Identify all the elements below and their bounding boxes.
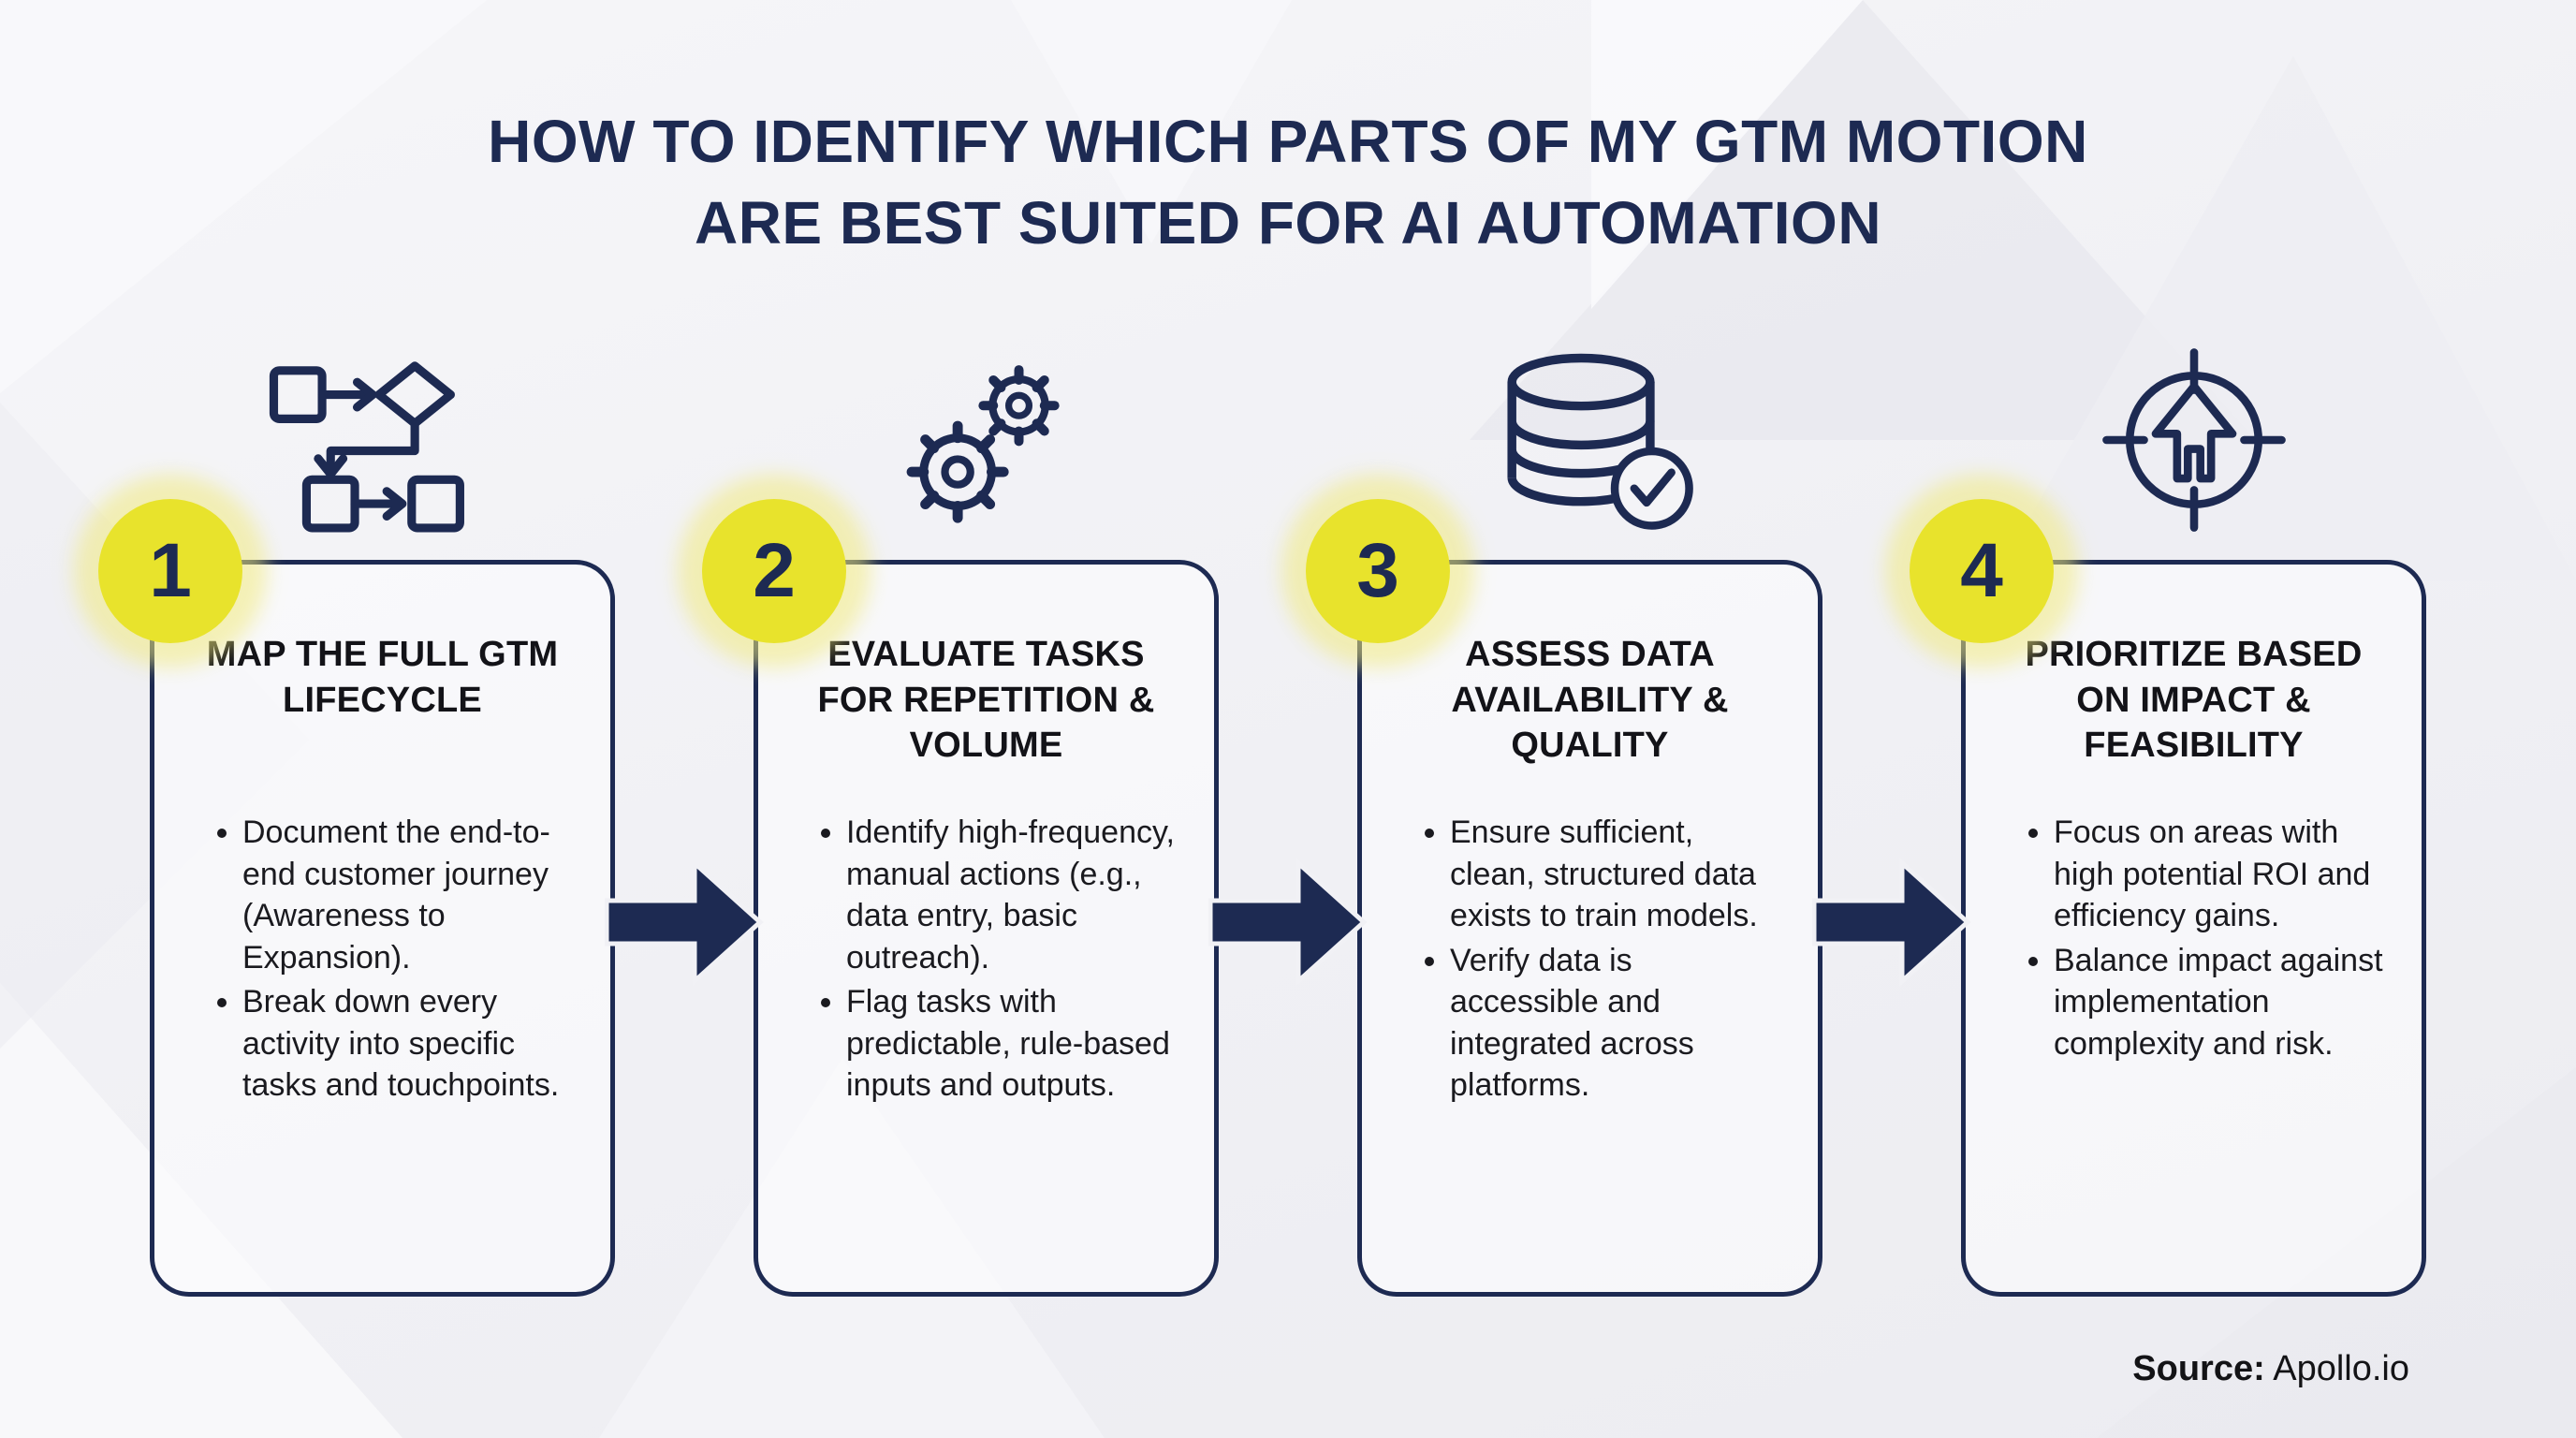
step-heading: MAP THE FULL GTM LIFECYCLE: [206, 635, 559, 720]
steps-row: 1 MAP THE FULL GTM LIFECYCLE Document th…: [98, 348, 2426, 1297]
step-card-4: 4 PRIORITIZE BASED ON IMPACT & FEASIBILI…: [1910, 348, 2426, 1297]
step-number: 3: [1356, 528, 1399, 613]
step-bullets: Document the end-to-end customer journey…: [154, 812, 610, 1107]
gears-icon: [885, 351, 1089, 538]
right-arrow-icon: [604, 852, 764, 992]
step-heading: PRIORITIZE BASED ON IMPACT & FEASIBILITY: [2025, 635, 2363, 766]
step-bullets: Ensure sufficient, clean, structured dat…: [1362, 812, 1818, 1107]
flowchart-icon: [262, 359, 504, 538]
right-arrow-icon: [1811, 852, 1971, 992]
title-line-2: ARE BEST SUITED FOR AI AUTOMATION: [694, 189, 1882, 257]
page-title: HOW TO IDENTIFY WHICH PARTS OF MY GTM MO…: [0, 101, 2576, 264]
bullet-item: Break down every activity into specific …: [242, 981, 578, 1107]
step-heading: ASSESS DATA AVAILABILITY & QUALITY: [1451, 635, 1729, 766]
step-number-badge: 1: [98, 499, 242, 643]
step-card-1: 1 MAP THE FULL GTM LIFECYCLE Document th…: [98, 361, 615, 1297]
bullet-item: Focus on areas with high potential ROI a…: [2054, 812, 2390, 937]
step-card-2: 2 EVALUATE TASKS FOR REPETITION & VOLUME…: [702, 365, 1219, 1297]
bullet-item: Identify high-frequency, manual actions …: [846, 812, 1182, 978]
step-number-badge: 4: [1910, 499, 2054, 643]
source-value: Apollo.io: [2273, 1349, 2409, 1388]
step-card-3: 3 ASSESS DATA AVAILABILITY & QUALITY Ens…: [1306, 353, 1822, 1297]
bullet-item: Flag tasks with predictable, rule-based …: [846, 981, 1182, 1107]
step-number: 4: [1960, 528, 2003, 613]
bullet-item: Balance impact against implementation co…: [2054, 940, 2390, 1065]
database-check-icon: [1482, 346, 1699, 538]
target-arrow-icon: [2096, 342, 2292, 538]
bullet-item: Document the end-to-end customer journey…: [242, 812, 578, 978]
right-arrow-icon: [1208, 852, 1368, 992]
step-heading: EVALUATE TASKS FOR REPETITION & VOLUME: [817, 635, 1155, 766]
bullet-item: Verify data is accessible and integrated…: [1450, 940, 1786, 1107]
step-bullets: Identify high-frequency, manual actions …: [758, 812, 1214, 1107]
step-number-badge: 2: [702, 499, 846, 643]
bullet-item: Ensure sufficient, clean, structured dat…: [1450, 812, 1786, 937]
source-attribution: Source: Apollo.io: [2132, 1349, 2409, 1389]
source-label: Source:: [2132, 1349, 2265, 1388]
step-number: 2: [753, 528, 796, 613]
step-bullets: Focus on areas with high potential ROI a…: [1966, 812, 2422, 1064]
step-number: 1: [149, 528, 192, 613]
step-number-badge: 3: [1306, 499, 1450, 643]
title-line-1: HOW TO IDENTIFY WHICH PARTS OF MY GTM MO…: [488, 108, 2088, 175]
